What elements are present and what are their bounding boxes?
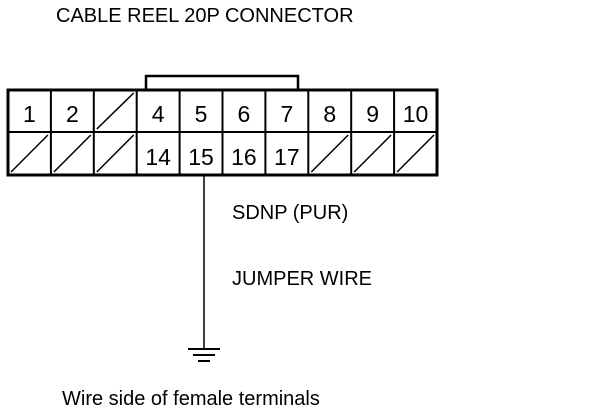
terminal-9-label: 9	[366, 101, 379, 127]
terminal-5-label: 5	[195, 101, 208, 127]
empty-cavity-slash	[53, 134, 92, 173]
terminal-16-label: 16	[231, 144, 257, 170]
empty-cavity-slash	[96, 92, 135, 130]
terminal-7-label: 7	[280, 101, 293, 127]
terminal-15-label: 15	[188, 144, 214, 170]
terminal-14-label: 14	[145, 144, 171, 170]
terminal-10-label: 10	[403, 101, 429, 127]
jumper-wire-label: JUMPER WIRE	[232, 268, 372, 290]
empty-cavity-slash	[310, 134, 349, 173]
diagram-title: CABLE REEL 20P CONNECTOR	[56, 5, 354, 27]
empty-cavity-slash	[396, 134, 435, 173]
terminal-4-label: 4	[152, 101, 165, 127]
ground-icon	[188, 348, 220, 362]
empty-cavity-slash	[353, 134, 392, 173]
terminal-17-label: 17	[274, 144, 300, 170]
terminal-1-label: 1	[23, 101, 36, 127]
terminal-2-label: 2	[66, 101, 79, 127]
empty-cavity-slash	[10, 134, 49, 173]
view-caption: Wire side of female terminals	[62, 388, 320, 410]
connector-lock-tab	[144, 74, 300, 90]
wire-label: SDNP (PUR)	[232, 202, 349, 224]
empty-cavity-slash	[96, 134, 135, 173]
terminal-8-label: 8	[323, 101, 336, 127]
terminal-6-label: 6	[238, 101, 251, 127]
